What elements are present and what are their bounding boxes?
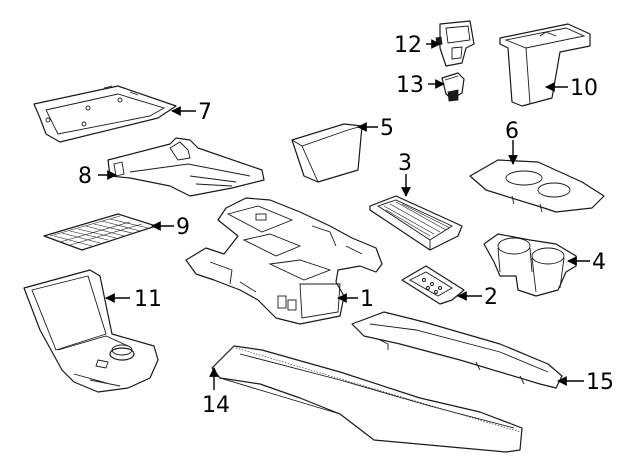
callout-15: 15 — [586, 370, 614, 395]
callout-4: 4 — [592, 250, 606, 275]
part-5-storage-tray — [291, 123, 363, 183]
callout-6: 6 — [505, 119, 519, 144]
part-11-display-module — [23, 269, 159, 393]
callout-1: 1 — [360, 287, 374, 312]
part-13-small-switch — [441, 72, 465, 102]
callout-10: 10 — [570, 76, 598, 101]
part-12-switch-module — [435, 20, 475, 67]
part-6-trim-plate — [469, 159, 605, 213]
part-3-ribbed-insert — [369, 195, 463, 251]
leader-lines — [98, 39, 590, 390]
part-15-side-trim — [351, 311, 563, 389]
part-8-bracket — [107, 137, 265, 197]
callout-13: 13 — [396, 73, 424, 98]
part-2-pad — [401, 265, 465, 305]
part-14-side-panel — [211, 345, 523, 453]
part-7-tray-mat — [33, 85, 177, 143]
callout-9: 9 — [176, 215, 190, 240]
callout-2: 2 — [484, 285, 498, 310]
callout-14: 14 — [202, 393, 230, 418]
callout-12: 12 — [394, 33, 422, 58]
part-1-console-structure — [185, 197, 383, 325]
callout-5: 5 — [380, 116, 394, 141]
callout-7: 7 — [198, 100, 212, 125]
callout-8: 8 — [78, 164, 92, 189]
callout-3: 3 — [398, 151, 412, 176]
part-4-cupholder — [483, 233, 577, 297]
callout-labels: 1 2 3 4 5 6 7 8 9 10 11 12 13 14 15 — [78, 33, 614, 418]
part-10-storage-bin — [499, 23, 591, 107]
callout-11: 11 — [134, 287, 162, 312]
part-9-ribbed-mat — [43, 213, 157, 251]
